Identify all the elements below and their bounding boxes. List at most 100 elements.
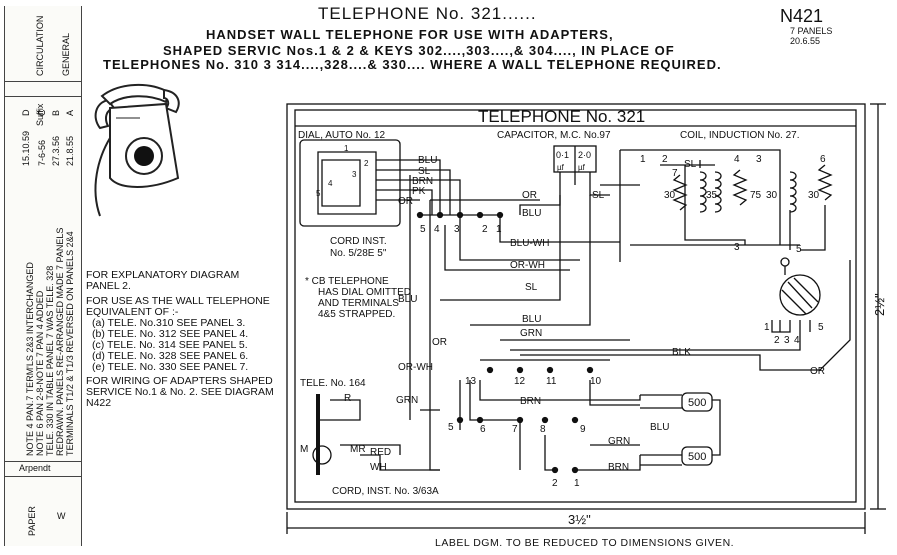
resistor-value-30-left: 30 [664, 190, 676, 201]
bell-coil-bottom [681, 446, 713, 466]
coil-term-3: 3 [734, 242, 740, 253]
panel-count: 7 PANELS [790, 26, 833, 36]
term-12: 12 [514, 376, 526, 387]
cord-term-1: 1 [574, 478, 580, 489]
wire-or-vertical: OR [432, 337, 447, 348]
wire-blk: BLK [672, 347, 691, 358]
wire-brn-mid: BRN [520, 396, 541, 407]
tx-term-1: 1 [764, 322, 770, 333]
bell-coil-top [681, 392, 713, 412]
wire-brn-bell: BRN [608, 462, 629, 473]
explanatory-notes: FOR EXPLANATORY DIAGRAM PANEL 2. FOR USE… [86, 270, 274, 409]
bell-value-top: 500 [688, 397, 706, 409]
resistor-30-left [672, 174, 688, 211]
height-dimension: 2½" [872, 293, 887, 316]
cord-bottom-label: CORD, INST. No. 3/63A [332, 486, 439, 497]
wire-grn: GRN [520, 328, 542, 339]
coil-term-3-top: 3 [756, 154, 762, 165]
coil-winding-1 [699, 171, 707, 213]
term-3: 3 [454, 224, 460, 235]
wire-blu-vertical: BLU [398, 294, 417, 305]
wire-blu-mid: BLU [522, 208, 541, 219]
wire-wh: WH [370, 462, 387, 473]
dial-num-1: 1 [344, 144, 349, 153]
wire-grn-bell: GRN [608, 436, 630, 447]
bell-value-bottom: 500 [688, 451, 706, 463]
note-item-d: (d) TELE. No. 328 SEE PANEL 6. [92, 350, 249, 362]
cord-term-2: 2 [552, 478, 558, 489]
wire-red: RED [370, 447, 391, 458]
dial-num-5: 5 [316, 189, 321, 198]
note-wall-1: FOR USE AS THE WALL TELEPHONE [86, 295, 270, 307]
tx-term-2: 2 [774, 335, 780, 346]
revision-strip: CIRCULATION GENERAL Suffix NOTE 4 PAN.7 … [4, 6, 82, 546]
header-line-3: TELEPHONES No. 310 3 314....,328....& 33… [103, 57, 722, 72]
coil-winding-2 [789, 171, 797, 213]
term-4: 4 [434, 224, 440, 235]
wire-sl-cap: SL [592, 190, 605, 201]
dial-label: DIAL, AUTO No. 12 [298, 130, 386, 141]
wire-blu: BLU [418, 155, 437, 166]
term-5: 5 [420, 224, 426, 235]
cord-inst-label-1: CORD INST. [330, 236, 387, 247]
note-item-b: (b) TELE. No. 312 SEE PANEL 4. [92, 328, 249, 340]
diagram-title: TELEPHONE No. 321 [478, 107, 645, 126]
resistor-30-right [817, 164, 833, 201]
resistor-value-30-right: 30 [808, 190, 820, 201]
wire-or-wh-vertical: OR-WH [398, 362, 433, 373]
resistor-value-30-mid: 30 [766, 190, 778, 201]
handset-m: M [300, 444, 308, 455]
cap-value-1: 0·1 [556, 150, 569, 160]
note-wiring-1: FOR WIRING OF ADAPTERS SHAPED [86, 375, 273, 387]
note-item-c: (c) TELE. No. 314 SEE PANEL 5. [92, 339, 248, 351]
dial-block [299, 139, 401, 227]
wire-or-dial: OR [398, 196, 413, 207]
footer-note: LABEL DGM. TO BE REDUCED TO DIMENSIONS G… [435, 537, 735, 549]
wire-sl: SL [418, 166, 431, 177]
term-2: 2 [482, 224, 488, 235]
wire-pk: PK [412, 186, 426, 197]
wire-blu-wh: BLU-WH [510, 238, 549, 249]
header-line-1: HANDSET WALL TELEPHONE FOR USE WITH ADAP… [206, 27, 614, 42]
cap-unit-1: µf [557, 163, 565, 172]
tx-term-3: 3 [784, 335, 790, 346]
handset-mr: MR [350, 444, 366, 455]
cb-note-2: HAS DIAL OMITTED [318, 287, 411, 298]
coil-term-7: 7 [672, 168, 678, 179]
hs-term-5: 5 [448, 422, 454, 433]
resistor-value-75: 75 [750, 190, 762, 201]
wall-telephone-illustration [94, 83, 180, 217]
coil-term-sl: SL [684, 159, 697, 170]
wire-or-top: OR [522, 190, 537, 201]
tx-term-4: 4 [794, 335, 800, 346]
wire-brn: BRN [412, 176, 433, 187]
transmitter-circle [779, 274, 821, 316]
diagram-outer-frame [286, 103, 866, 510]
handset-r: R [344, 393, 351, 404]
term-1: 1 [496, 224, 502, 235]
coil-term-2: 2 [662, 154, 668, 165]
wire-grn-handset: GRN [396, 395, 418, 406]
cap-unit-2: µf [578, 163, 586, 172]
coil-label: COIL, INDUCTION No. 27. [680, 130, 799, 141]
term-13: 13 [465, 376, 477, 387]
coil-term-4: 4 [734, 154, 740, 165]
wire-sl-mid: SL [525, 282, 538, 293]
note-wiring-3: N422 [86, 397, 112, 409]
term-10: 10 [590, 376, 602, 387]
coil-term-1: 1 [640, 154, 646, 165]
tele-164-label: TELE. No. 164 [300, 378, 366, 389]
term-6: 6 [480, 424, 486, 435]
dial-num-2: 2 [364, 159, 369, 168]
header-line-2: SHAPED SERVIC Nos.1 & 2 & KEYS 302....,3… [163, 43, 675, 58]
page-title: TELEPHONE No. 321...... [318, 4, 537, 23]
drawn-by: Arpendt [19, 463, 51, 473]
note-explanatory-1: FOR EXPLANATORY DIAGRAM [86, 269, 240, 281]
wire-or-right: OR [810, 366, 825, 377]
cap-value-2: 2·0 [578, 150, 591, 160]
diagram-code: N421 [780, 6, 824, 26]
term-11: 11 [546, 376, 557, 387]
note-wiring-2: SERVICE No.1 & No. 2. SEE DIAGRAM [86, 386, 274, 398]
cb-note-3: AND TERMINALS [318, 298, 399, 309]
